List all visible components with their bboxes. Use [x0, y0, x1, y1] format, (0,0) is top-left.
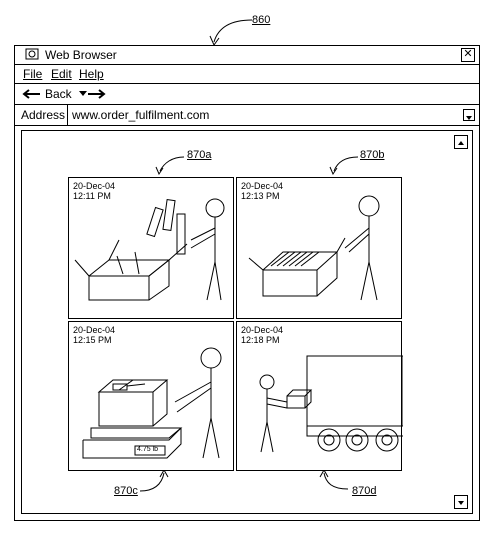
back-label: Back	[45, 87, 72, 101]
browser-app-icon	[25, 48, 39, 60]
back-history-dropdown-icon[interactable]	[79, 91, 87, 97]
window-leader-line	[209, 19, 253, 47]
panel-a-date: 20-Dec-04	[73, 181, 116, 191]
panel-d-time: 12:18 PM	[241, 335, 280, 345]
window-title: Web Browser	[45, 48, 117, 62]
browser-window: Web Browser ✕ File Edit Help Back Addres…	[14, 45, 480, 521]
reference-leader-lines	[139, 156, 359, 492]
panel-d-reference: 870d	[352, 485, 377, 497]
panel-a-reference: 870a	[187, 149, 212, 161]
panel-b-reference: 870b	[360, 149, 385, 161]
scroll-down-button[interactable]	[454, 495, 468, 509]
address-dropdown-button[interactable]	[463, 109, 475, 121]
panel-a-time: 12:11 PM	[73, 191, 111, 201]
back-button[interactable]: Back	[21, 87, 107, 101]
panel-b-date: 20-Dec-04	[241, 181, 284, 191]
navigation-bar: Back	[15, 84, 479, 105]
menu-help[interactable]: Help	[79, 67, 104, 81]
panel-c-time: 12:15 PM	[73, 335, 112, 345]
menu-bar: File Edit Help	[15, 65, 479, 84]
address-input[interactable]: www.order_fulfilment.com	[72, 108, 210, 122]
panel-a-timestamp: 20-Dec-04 12:11 PM	[73, 181, 115, 201]
weighing-illustration	[82, 347, 222, 459]
panel-b-time: 12:13 PM	[241, 191, 280, 201]
title-bar: Web Browser ✕	[15, 46, 479, 65]
page-content: 870a 870b 870c 870d 20-Dec-04 12:11 PM	[21, 130, 473, 514]
panel-item-picking: 20-Dec-04 12:11 PM	[68, 177, 234, 319]
boxed-items-illustration	[248, 195, 380, 301]
panel-c-reference: 870c	[114, 485, 138, 497]
close-button[interactable]: ✕	[461, 48, 475, 62]
arrow-right-icon[interactable]	[87, 88, 107, 100]
address-label: Address	[21, 108, 66, 122]
panel-c-date: 20-Dec-04	[73, 325, 116, 335]
address-bar: Address www.order_fulfilment.com	[15, 105, 479, 126]
panel-d-date: 20-Dec-04	[241, 325, 284, 335]
panel-c-timestamp: 20-Dec-04 12:15 PM	[73, 325, 115, 345]
scroll-up-button[interactable]	[454, 135, 468, 149]
scale-weight-readout: 4.75 lb	[137, 446, 159, 453]
panel-box-weighed: 20-Dec-04 12:15 PM 4.75 lb	[68, 321, 234, 471]
address-separator	[67, 105, 68, 125]
panel-items-boxed: 20-Dec-04 12:13 PM	[236, 177, 402, 319]
arrow-left-icon	[22, 89, 40, 99]
chevron-down-icon	[466, 116, 472, 120]
scroll-down-icon	[458, 501, 464, 505]
panel-b-timestamp: 20-Dec-04 12:13 PM	[241, 181, 283, 201]
truck-loading-illustration	[259, 355, 403, 453]
packing-illustration	[74, 198, 225, 301]
panel-box-shipped: 20-Dec-04 12:18 PM	[236, 321, 403, 471]
menu-file[interactable]: File	[23, 67, 43, 81]
close-icon: ✕	[463, 48, 473, 60]
panel-d-timestamp: 20-Dec-04 12:18 PM	[241, 325, 283, 345]
scroll-up-icon	[458, 141, 464, 145]
window-reference-label: 860	[252, 14, 271, 26]
menu-edit[interactable]: Edit	[51, 67, 72, 81]
